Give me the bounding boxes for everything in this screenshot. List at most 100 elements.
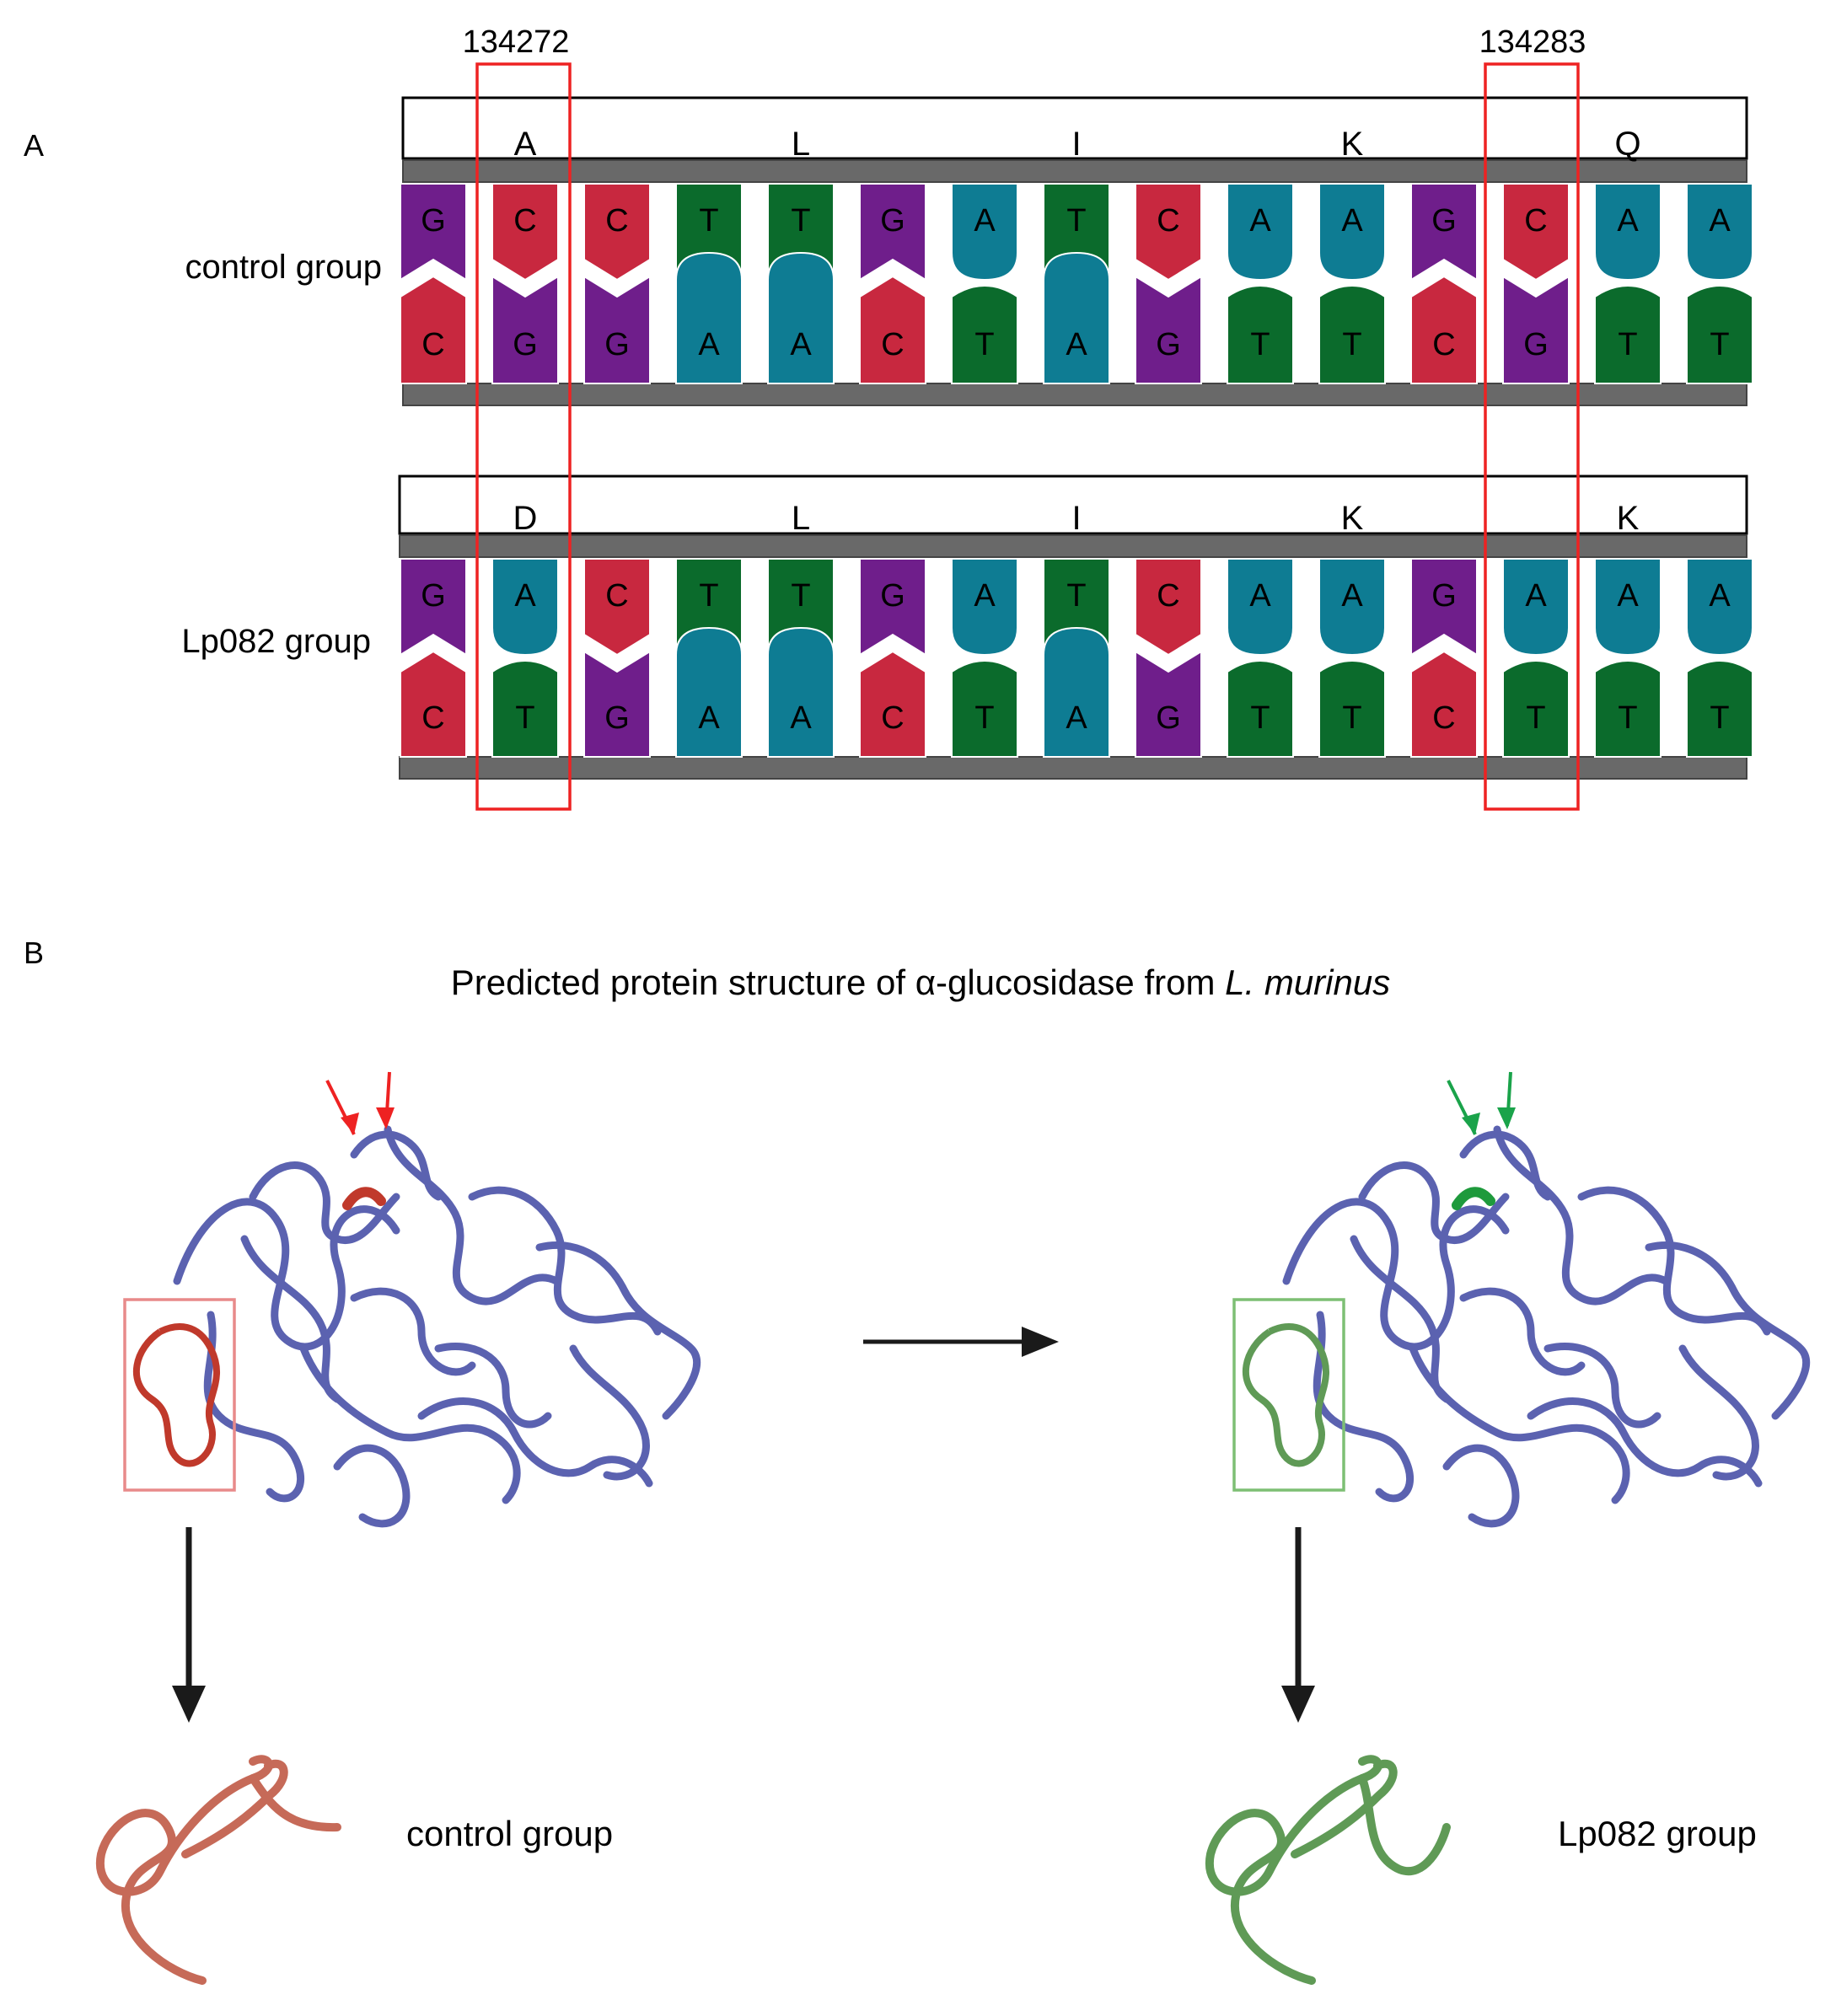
top-base-label: T (699, 578, 718, 614)
bottom-base-t (1686, 660, 1753, 758)
site-arrow-head (1497, 1107, 1516, 1129)
bottom-base-label: G (604, 700, 630, 736)
amino-acid-bar (398, 475, 1748, 535)
bottom-base-t (1594, 285, 1662, 384)
bottom-base-label: G (604, 327, 630, 362)
bottom-base-label: A (698, 327, 720, 362)
top-base-label: A (1249, 203, 1271, 239)
top-base-label: T (1066, 203, 1086, 239)
amino-acid-k: K (1341, 500, 1364, 537)
protein-ribbon (1282, 1125, 1810, 1528)
bottom-base-label: T (515, 700, 534, 736)
bottom-base-label: A (1066, 700, 1087, 736)
highlight-box-134283 (1484, 62, 1580, 811)
bottom-backbone-strip (402, 383, 1747, 406)
top-base-a (1594, 558, 1662, 657)
zoomed-label-lp082: Lp082 group (1558, 1814, 1757, 1853)
bottom-base-label: T (1342, 327, 1361, 362)
bottom-base-a (1043, 626, 1110, 758)
highlighted-loop (133, 1323, 221, 1467)
bottom-backbone-strip (399, 756, 1747, 780)
panel-b-title-species: L. murinus (1225, 962, 1390, 1002)
top-base-c (583, 558, 651, 657)
top-base-a (1318, 558, 1386, 657)
bottom-base-label: T (1526, 700, 1545, 736)
bottom-base-label: T (1710, 327, 1729, 362)
bottom-base-label: A (790, 327, 812, 362)
bottom-base-a (675, 251, 743, 384)
top-base-label: A (1617, 578, 1639, 614)
bottom-base-a (1043, 251, 1110, 384)
protein-structure-control (123, 1071, 701, 1528)
top-base-label: A (974, 203, 996, 239)
bottom-base-g (583, 650, 651, 758)
loop-highlight-box (123, 1298, 236, 1492)
transition-arrow-head (1022, 1327, 1059, 1357)
top-base-label: A (514, 578, 536, 614)
top-base-a (1227, 558, 1294, 657)
position-label-134283: 134283 (1479, 24, 1586, 60)
top-base-a (951, 183, 1018, 281)
top-base-a (1318, 183, 1386, 281)
bottom-base-g (1135, 275, 1202, 384)
bottom-base-label: T (974, 700, 994, 736)
panel-a-label: A (24, 128, 44, 163)
top-base-c (1135, 183, 1202, 281)
top-base-g (1410, 558, 1478, 657)
highlight-box-134272 (475, 62, 572, 811)
highlighted-loop (1243, 1323, 1330, 1467)
top-base-a (491, 558, 559, 657)
bottom-base-label: T (1342, 700, 1361, 736)
panel-b-title-main: Predicted protein structure of α-glucosi… (451, 962, 1225, 1002)
bottom-base-label: T (1618, 700, 1637, 736)
top-base-label: G (880, 203, 905, 239)
top-base-a (1227, 183, 1294, 281)
bottom-base-t (1318, 285, 1386, 384)
bottom-base-g (491, 275, 559, 384)
bottom-base-label: A (790, 700, 812, 736)
top-base-label: C (513, 203, 536, 239)
amino-acid-i: I (1071, 126, 1081, 163)
amino-acid-k: K (1341, 126, 1364, 163)
bottom-base-a (767, 626, 835, 758)
top-base-label: G (1431, 578, 1457, 614)
top-base-g (859, 183, 926, 281)
top-base-a (1686, 558, 1753, 657)
bottom-base-t (951, 660, 1018, 758)
amino-acid-i: I (1071, 500, 1081, 537)
top-base-label: A (1709, 203, 1731, 239)
bottom-base-label: C (421, 700, 444, 736)
top-base-a (1502, 558, 1570, 657)
top-base-label: A (1617, 203, 1639, 239)
position-label-134272: 134272 (463, 24, 570, 60)
top-base-a (1686, 183, 1753, 281)
bottom-base-t (1686, 285, 1753, 384)
zoom-arrow-head-control (172, 1686, 206, 1723)
bottom-base-t (1227, 285, 1294, 384)
bottom-base-a (767, 251, 835, 384)
site-arrow-head (341, 1113, 359, 1134)
zoomed-label-control: control group (406, 1814, 613, 1853)
bottom-base-c (859, 650, 926, 758)
amino-acid-bar (401, 96, 1748, 160)
top-base-label: T (699, 203, 718, 239)
top-backbone-strip (402, 159, 1747, 183)
top-base-label: A (1341, 578, 1363, 614)
top-base-label: T (791, 203, 810, 239)
bottom-base-c (1410, 275, 1478, 384)
bottom-base-label: C (421, 327, 444, 362)
bottom-base-label: G (513, 327, 538, 362)
top-base-label: T (1066, 578, 1086, 614)
group-label: Lp082 group (181, 623, 371, 660)
amino-acid-a: A (514, 126, 537, 163)
panel-b-title: Predicted protein structure of α-glucosi… (451, 962, 1390, 1002)
group-label: control group (185, 249, 382, 286)
site-arrow-head (376, 1107, 395, 1129)
bottom-base-label: T (1618, 327, 1637, 362)
bottom-base-c (400, 275, 467, 384)
top-base-label: G (421, 203, 446, 239)
